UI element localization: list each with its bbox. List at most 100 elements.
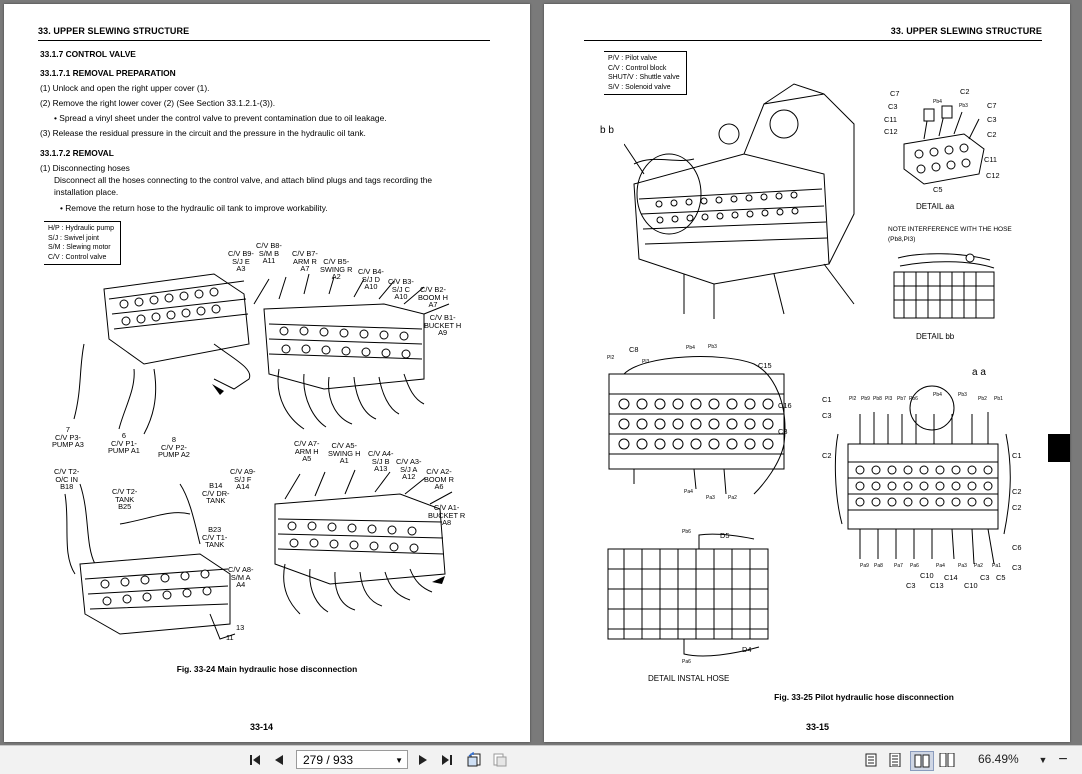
port-label: C11 (984, 155, 998, 164)
section-tab-marker (1048, 434, 1070, 462)
machine-overview-drawing (624, 83, 855, 319)
port-label: Pa2 (728, 495, 737, 501)
port-label: C3 (822, 411, 832, 420)
paragraph: (2) Remove the right lower cover (2) (Se… (40, 98, 276, 108)
port-label: Pb3 (959, 103, 968, 109)
port-label: Pb3 (958, 392, 967, 398)
port-label: C2 (987, 130, 997, 139)
legend-item: S/J : Swivel joint (48, 234, 99, 242)
port-label: Pb6 (682, 529, 691, 535)
section-heading: 33.1.7.1 REMOVAL PREPARATION (40, 68, 176, 78)
port-label: C2 (960, 87, 970, 96)
legend-item: SHUT/V : Shuttle valve (608, 74, 680, 81)
port-label: Pa6 (910, 563, 919, 569)
legend-item: S/M : Slewing motor (48, 244, 111, 251)
port-label: C10 (964, 581, 978, 590)
figure-caption: Fig. 33-24 Main hydraulic hose disconnec… (176, 664, 358, 674)
port-label: Pb3 (708, 344, 717, 350)
continuous-view-icon[interactable] (886, 751, 904, 769)
port-label: Pb8 (873, 396, 882, 402)
port-label: C7 (890, 89, 900, 98)
two-page-view-icon[interactable] (910, 751, 934, 771)
page-number: 33-14 (250, 722, 274, 732)
zoom-out-icon[interactable]: − (1058, 751, 1068, 768)
legend-item: P/V : Pilot valve (608, 55, 658, 62)
port-label: Pb4 (686, 345, 695, 351)
single-page-view-icon[interactable] (862, 751, 880, 769)
port-label: Pa1 (992, 563, 1001, 569)
page-header: 33. UPPER SLEWING STRUCTURE (38, 26, 190, 36)
page-number-input[interactable]: 279 / 933 ▼ (296, 750, 408, 769)
zoom-dropdown-icon[interactable]: ▼ (1038, 755, 1048, 765)
zoom-level[interactable]: 66.49% (978, 752, 1019, 766)
port-label: C14 (944, 573, 958, 582)
header-rule (38, 40, 490, 41)
port-label: C13 (930, 581, 944, 590)
port-label: C5 (933, 185, 943, 194)
detail-bb-drawing (893, 253, 995, 319)
port-label: Pa4 (684, 489, 693, 495)
port-label: C3 (980, 573, 990, 582)
main-hose-drawing-upper (73, 273, 450, 435)
port-label: C5 (996, 573, 1006, 582)
previous-view-icon[interactable] (464, 751, 484, 769)
port-label: Pa8 (874, 563, 883, 569)
port-label: Pl3 (885, 396, 893, 402)
two-page-continuous-icon[interactable] (938, 751, 956, 769)
last-page-icon[interactable] (438, 751, 456, 769)
abbreviation-legend: H/P : Hydraulic pump S/J : Swivel joint … (44, 221, 122, 265)
port-label: C2 (1012, 487, 1022, 496)
abbreviation-legend: P/V : Pilot valve C/V : Control block SH… (604, 51, 687, 95)
main-hose-drawing-lower (64, 469, 453, 640)
port-label: Pa7 (894, 563, 903, 569)
port-label: C6 (1012, 543, 1022, 552)
paragraph: Disconnect all the hoses connecting to t… (54, 175, 433, 185)
legend-item: S/V : Solenoid valve (608, 83, 671, 91)
port-label: Pb2 (978, 396, 987, 402)
first-page-icon[interactable] (246, 751, 264, 769)
port-label: Pl3 (642, 359, 650, 365)
section-heading: 33.1.7 CONTROL VALVE (40, 49, 136, 59)
port-label: C3 (1012, 563, 1022, 572)
section-heading: 33.1.7.2 REMOVAL (40, 148, 114, 158)
detail-title: DETAIL bb (916, 332, 955, 341)
port-label: Pa2 (974, 563, 983, 569)
port-label: Pl2 (849, 396, 857, 402)
previous-page-icon[interactable] (270, 751, 288, 769)
left-page: 33. UPPER SLEWING STRUCTURE 33.1.7 CONTR… (4, 4, 530, 742)
chevron-down-icon[interactable]: ▼ (395, 756, 403, 765)
detail-title: DETAIL INSTAL HOSE (648, 674, 730, 683)
port-label: D5 (720, 531, 730, 540)
paragraph: (1) Disconnecting hoses (40, 163, 130, 173)
port-label: D4 (742, 645, 752, 654)
header-rule (584, 40, 1042, 41)
port-label: Pb1 (994, 396, 1003, 402)
port-label: C3 (906, 581, 916, 590)
next-view-icon[interactable] (490, 751, 510, 769)
figure-caption: Fig. 33-25 Pilot hydraulic hose disconne… (774, 692, 954, 702)
next-page-icon[interactable] (414, 751, 432, 769)
port-label: C7 (987, 101, 997, 110)
page-header: 33. UPPER SLEWING STRUCTURE (890, 26, 1042, 36)
paragraph: • Remove the return hose to the hydrauli… (60, 203, 328, 213)
port-label: C15 (758, 361, 772, 370)
page-number: 33-15 (806, 722, 830, 732)
paragraph: installation place. (54, 187, 119, 197)
paragraph: • Spread a vinyl sheet under the control… (54, 113, 387, 123)
port-label: Pb6 (909, 396, 918, 402)
